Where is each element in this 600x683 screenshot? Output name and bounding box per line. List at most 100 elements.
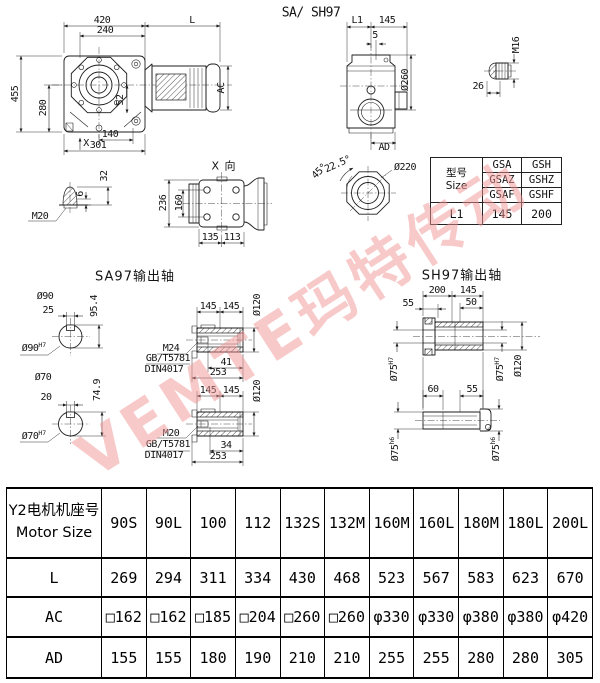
motor-table-row-AC: AC □162 □162 □185 □204 □260 □260 φ330 φ3… (6, 596, 593, 638)
dim-90H7-main: Ø90 (21, 343, 39, 355)
std-din-upper: DIN4017 (144, 364, 184, 375)
dim-75H7-right: Ø75H7 (493, 357, 507, 382)
dim-25: 25 (42, 305, 54, 316)
x-direction-view-drawing (164, 172, 272, 247)
col-132s: 132S (279, 487, 326, 559)
col-180l: 180L (502, 487, 549, 559)
dim-75H7-left: Ø75H7 (386, 356, 401, 382)
dim-160: 160 (174, 194, 185, 212)
AC-160m: φ330 (368, 596, 415, 638)
vent-plug-drawing (484, 54, 519, 97)
dim-34: 34 (220, 440, 232, 451)
motor-size-header-cell: Y2电机机座号 Motor Size (6, 487, 102, 559)
AC-200l: φ420 (547, 596, 593, 638)
col-132m: 132M (324, 487, 370, 559)
AC-100: □185 (190, 596, 236, 638)
dim-240: 240 (96, 25, 114, 36)
sh97-solid-drawing (394, 390, 503, 441)
dim-75H7-left-tol: H7 (386, 356, 395, 365)
sa97-lower-drawing (20, 391, 259, 466)
dim-145-sh: 145 (459, 285, 477, 296)
dim-280: 280 (38, 99, 49, 117)
AC-180m: φ380 (458, 596, 504, 638)
dim-75h6-right-main: Ø75 (491, 444, 503, 462)
dim-301: 301 (89, 140, 107, 151)
dim-70H7: Ø70H7 (22, 430, 46, 442)
dim-52: 52 (115, 94, 126, 106)
row-label-AC: AC (6, 596, 102, 638)
dim-70H7-main: Ø70 (21, 431, 39, 443)
dim-253b: 253 (209, 451, 227, 462)
dim-145a: 145 (199, 301, 217, 312)
L-100: 311 (190, 557, 236, 598)
sa97-section-title: SA97输出轴 (95, 269, 175, 285)
AC-132s: □260 (279, 596, 326, 638)
oil-plug-drawing (28, 182, 112, 222)
col-112: 112 (234, 487, 281, 559)
dim-90: Ø90 (36, 291, 54, 302)
motor-header-en: Motor Size (15, 525, 93, 541)
dim-135: 135 (201, 232, 219, 243)
dim-6: 6 (75, 191, 86, 197)
dim-70H7-tol: H7 (38, 428, 47, 437)
dim-75h6-left: Ø75h6 (388, 437, 402, 462)
dim-75H7-left-main: Ø75 (389, 364, 401, 382)
dim-75H7-right-main: Ø75 (495, 364, 507, 382)
dim-26: 26 (472, 81, 484, 92)
model-gsaz: GSAZ (482, 172, 522, 188)
model-spec-table: 型号 Size GSA GSH GSAZ GSHZ GSAF GSHF L1 1… (430, 157, 562, 225)
dim-236: 236 (158, 194, 169, 212)
std-gb-lower: GB/T5781 (145, 439, 191, 450)
AC-90l: □162 (145, 596, 192, 638)
AD-160l: 255 (413, 636, 459, 679)
dim-90H7-tol: H7 (38, 340, 47, 349)
dim-75h6-left-main: Ø75 (390, 444, 402, 462)
L-112: 334 (234, 557, 281, 598)
page-title: SA/ SH97 (281, 5, 341, 21)
motor-table-row-AD: AD 155 155 180 190 210 210 255 255 280 2… (6, 636, 593, 679)
dim-32: 32 (99, 170, 110, 182)
dim-M20-shaft: M20 (162, 428, 180, 439)
dim-L: L (189, 15, 195, 26)
model-gsh: GSH (521, 157, 562, 173)
AD-90s: 155 (101, 636, 147, 679)
dim-55a: 55 (402, 298, 414, 309)
spec-l1-label: L1 (430, 202, 483, 225)
dim-145b: 145 (222, 301, 240, 312)
dim-120a: Ø120 (252, 293, 263, 317)
AC-90s: □162 (101, 596, 147, 638)
model-gsa: GSA (482, 157, 522, 173)
col-160m: 160M (368, 487, 415, 559)
L-90s: 269 (101, 557, 147, 598)
dim-145c: 145 (199, 385, 217, 396)
dim-M20-plug: M20 (31, 211, 49, 222)
col-90l: 90L (145, 487, 192, 559)
sh97-section-title: SH97输出轴 (421, 268, 503, 284)
AD-180m: 280 (458, 636, 504, 679)
dim-113: 113 (223, 232, 241, 243)
col-160l: 160L (413, 487, 459, 559)
L-132s: 430 (279, 557, 326, 598)
dim-70: Ø70 (34, 372, 52, 383)
side-view-drawing (340, 22, 416, 150)
L-132m: 468 (324, 557, 370, 598)
front-view-drawing (16, 22, 232, 155)
dim-420: 420 (93, 15, 111, 26)
L-200l: 670 (547, 557, 593, 598)
L-180l: 623 (502, 557, 549, 598)
AC-180l: φ380 (502, 596, 549, 638)
AD-200l: 305 (547, 636, 593, 679)
col-90s: 90S (101, 487, 147, 559)
x-direction-mark: X (83, 138, 89, 149)
dim-5: 5 (372, 30, 378, 41)
dim-75h6-right-tol: h6 (488, 436, 497, 445)
dim-50: 50 (465, 297, 477, 308)
AD-100: 180 (190, 636, 236, 679)
dim-253a: 253 (209, 367, 227, 378)
AD-90l: 155 (145, 636, 192, 679)
dim-74-9: 74.9 (92, 378, 103, 402)
col-200l: 200L (547, 487, 593, 559)
AD-180l: 280 (502, 636, 549, 679)
